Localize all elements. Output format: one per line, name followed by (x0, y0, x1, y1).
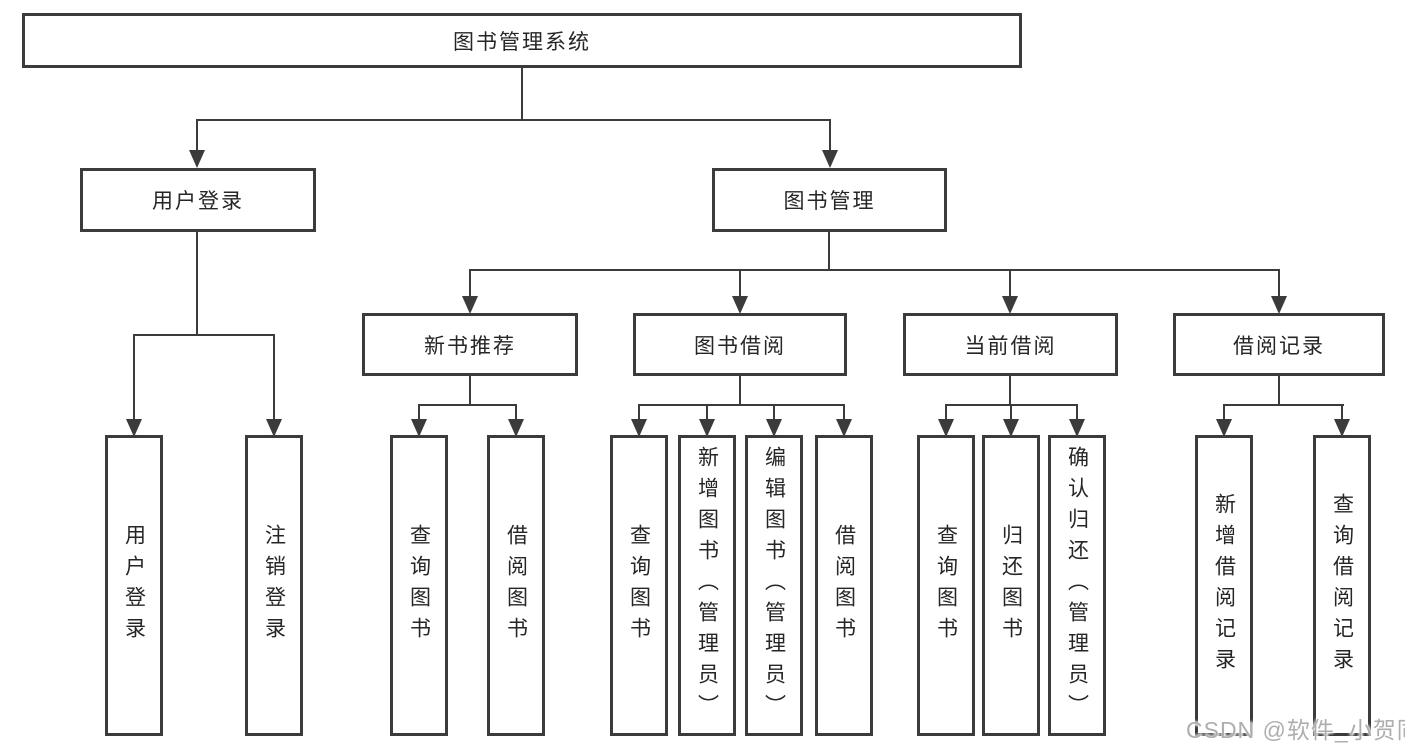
connector-line (828, 232, 830, 271)
connector-line (469, 269, 1280, 271)
connector-line (515, 405, 517, 421)
connector-line (706, 405, 708, 421)
arrow-down-icon (631, 419, 647, 437)
arrow-down-icon (266, 419, 282, 437)
connector-line (196, 232, 198, 336)
connector-line (418, 405, 420, 421)
arrow-down-icon (1069, 419, 1085, 437)
leaf-query-books-current: 查询图书 (917, 435, 975, 736)
arrow-down-icon (462, 296, 478, 314)
leaf-add-book-admin: 新增图书（管理员） (678, 435, 736, 736)
leaf-query-books-recommend: 查询图书 (390, 435, 448, 736)
node-library-management-system: 图书管理系统 (22, 13, 1022, 68)
node-current-borrowing: 当前借阅 (903, 313, 1118, 376)
node-book-management: 图书管理 (712, 168, 947, 232)
arrow-down-icon (938, 419, 954, 437)
arrow-down-icon (1334, 419, 1350, 437)
connector-line (1278, 270, 1280, 298)
leaf-return-books: 归还图书 (982, 435, 1040, 736)
connector-line (1076, 405, 1078, 421)
arrow-down-icon (508, 419, 524, 437)
node-borrowing-records: 借阅记录 (1173, 313, 1385, 376)
arrow-down-icon (822, 150, 838, 168)
connector-line (638, 404, 845, 406)
leaf-query-books-borrowing: 查询图书 (610, 435, 668, 736)
node-user-login: 用户登录 (80, 168, 316, 232)
leaf-add-borrow-record: 新增借阅记录 (1195, 435, 1253, 736)
connector-line (739, 270, 741, 298)
watermark: CSDN @软件_小贺同学 (1186, 717, 1405, 743)
connector-line (1223, 405, 1225, 421)
leaf-query-borrow-record: 查询借阅记录 (1313, 435, 1371, 736)
connector-line (469, 376, 471, 406)
connector-line (1009, 376, 1011, 406)
connector-line (1341, 405, 1343, 421)
connector-line (521, 68, 523, 121)
connector-line (1223, 404, 1344, 406)
connector-line (829, 120, 831, 152)
leaf-borrow-books-borrowing: 借阅图书 (815, 435, 873, 736)
connector-line (1009, 270, 1011, 298)
leaf-logout: 注销登录 (245, 435, 303, 736)
arrow-down-icon (732, 296, 748, 314)
connector-line (196, 119, 831, 121)
arrow-down-icon (1216, 419, 1232, 437)
arrow-down-icon (766, 419, 782, 437)
arrow-down-icon (126, 419, 142, 437)
leaf-user-login: 用户登录 (105, 435, 163, 736)
connector-line (843, 405, 845, 421)
arrow-down-icon (411, 419, 427, 437)
arrow-down-icon (1271, 296, 1287, 314)
connector-line (739, 376, 741, 406)
leaf-borrow-books-recommend: 借阅图书 (487, 435, 545, 736)
leaf-confirm-return-admin: 确认归还（管理员） (1048, 435, 1106, 736)
connector-line (638, 405, 640, 421)
connector-line (133, 334, 275, 336)
connector-line (1010, 405, 1012, 421)
leaf-edit-book-admin: 编辑图书（管理员） (745, 435, 803, 736)
connector-line (133, 335, 135, 421)
node-new-book-recommendation: 新书推荐 (362, 313, 578, 376)
connector-line (945, 405, 947, 421)
connector-line (273, 335, 275, 421)
connector-line (469, 270, 471, 298)
connector-line (196, 120, 198, 152)
connector-line (418, 404, 517, 406)
connector-line (1278, 376, 1280, 406)
arrow-down-icon (836, 419, 852, 437)
arrow-down-icon (189, 150, 205, 168)
arrow-down-icon (699, 419, 715, 437)
connector-line (773, 405, 775, 421)
node-book-borrowing: 图书借阅 (633, 313, 847, 376)
arrow-down-icon (1002, 296, 1018, 314)
arrow-down-icon (1003, 419, 1019, 437)
